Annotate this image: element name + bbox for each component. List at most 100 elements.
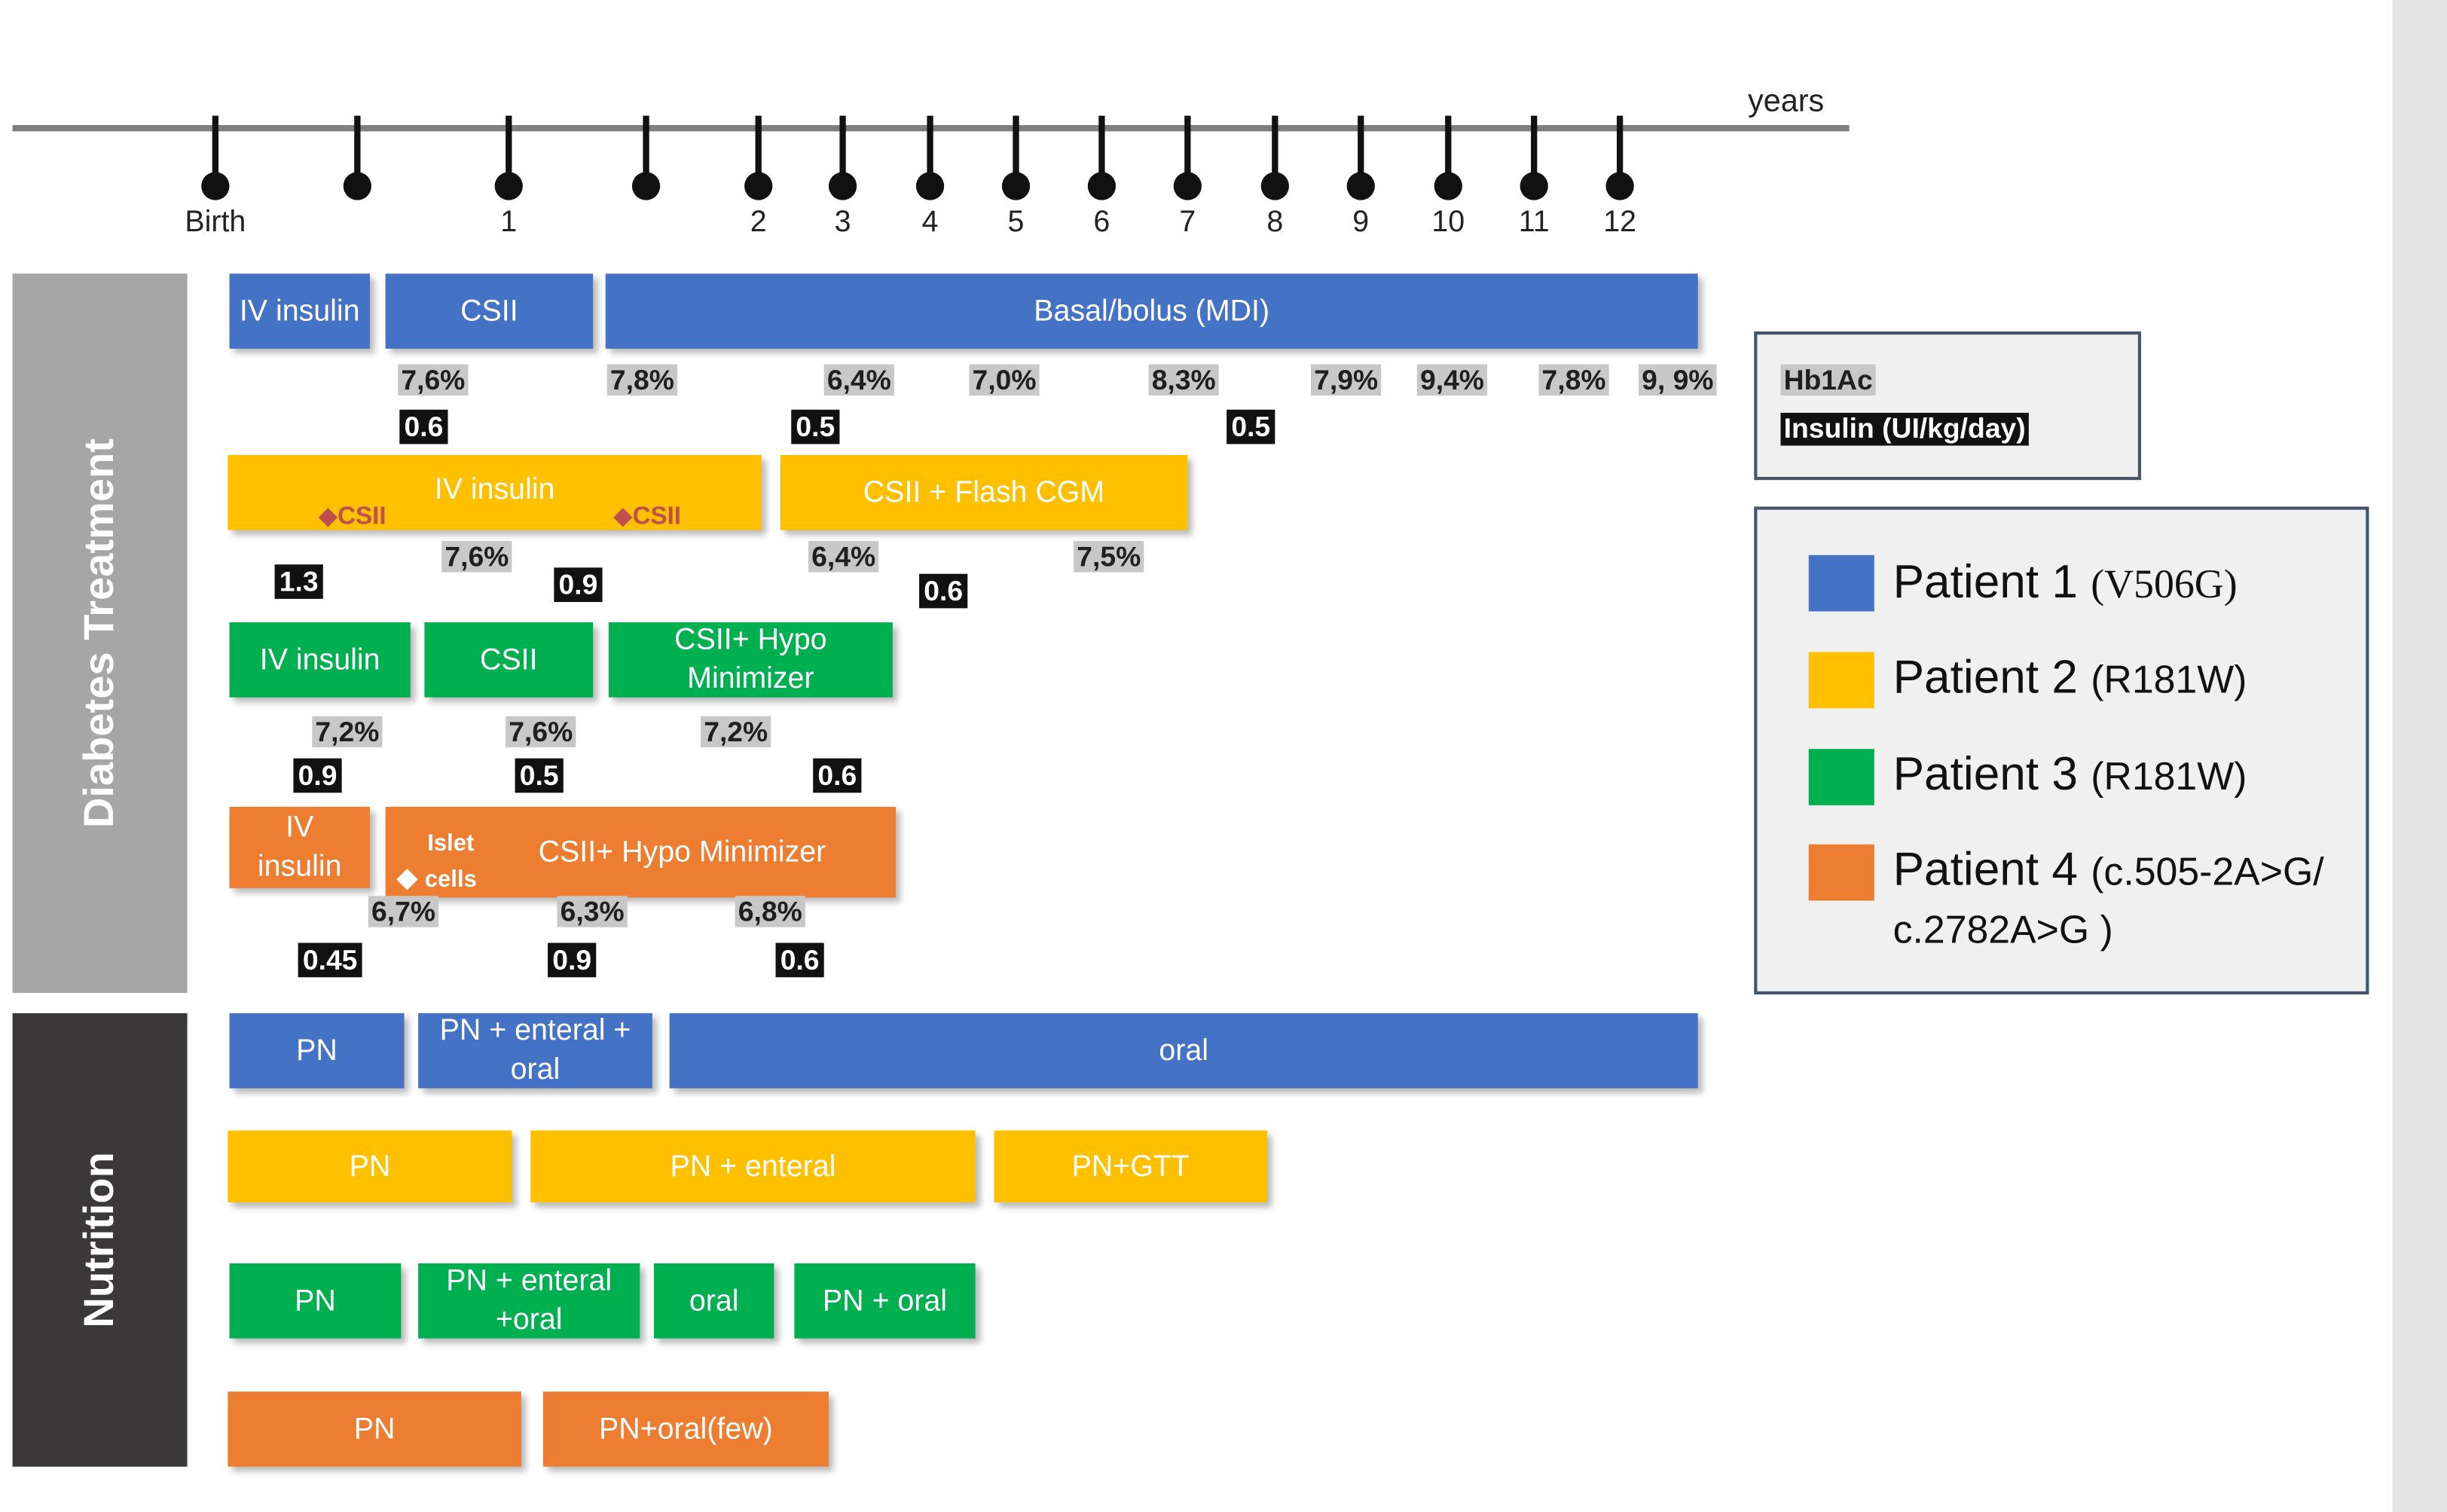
timeline-tick-dot <box>494 172 523 200</box>
treatment-panel-title: Diabetes Treatment <box>75 438 123 829</box>
timeline-tick-label: 1 <box>500 206 518 240</box>
timeline-tick-stem <box>839 115 846 182</box>
timeline-tick-label: 11 <box>1518 206 1550 240</box>
key-insulin-label: Insulin (UI/kg/day) <box>1780 412 2029 446</box>
p4-islet-marker-label: Islet cells <box>424 830 477 893</box>
p3-insulin-1: 0.9 <box>293 758 342 793</box>
p1-hba1c-7: 9,4% <box>1416 364 1488 396</box>
p3-nutrition-oral: oral <box>653 1263 774 1339</box>
legend-label-patient-1: Patient 1 (V506G) <box>1893 557 2238 610</box>
nutrition-panel-title: Nutrition <box>75 1152 123 1328</box>
p1-hba1c-4: 7,0% <box>969 364 1040 396</box>
p4-hba1c-2: 6,3% <box>557 896 628 927</box>
p2-insulin-3: 0.6 <box>919 573 968 609</box>
p2-insulin-1: 1.3 <box>274 564 323 599</box>
timeline-tick-stem <box>506 115 512 182</box>
p2-insulin-2: 0.9 <box>554 567 603 603</box>
timeline-tick-dot <box>1260 172 1289 200</box>
p3-treatment-csii-hypo-minimizer: CSII+ Hypo Minimizer <box>608 622 893 698</box>
p4-insulin-1: 0.45 <box>298 942 362 978</box>
legend-label-patient-4: Patient 4 (c.505-2A>G/ <box>1893 845 2324 898</box>
p3-treatment-iv-insulin: IV insulin <box>229 622 411 698</box>
p4-insulin-2: 0.9 <box>548 942 597 978</box>
timeline-tick-label: 10 <box>1431 206 1465 240</box>
p4-islet-marker: ◆ Islet cells <box>396 826 482 897</box>
p3-insulin-3: 0.6 <box>813 758 862 793</box>
patient-legend: Patient 1 (V506G) Patient 2 (R181W) Pati… <box>1754 506 2369 995</box>
timeline-tick-dot <box>744 172 773 200</box>
timeline-tick-stem <box>354 115 361 182</box>
p3-hba1c-3: 7,2% <box>701 716 771 748</box>
legend-swatch-patient-1 <box>1808 554 1874 612</box>
timeline-tick-dot <box>1605 172 1634 200</box>
p1-nutrition-pn: PN <box>229 1013 405 1089</box>
p4-treatment-csii-hypo-minimizer-label: CSII+ Hypo Minimizer <box>538 835 826 869</box>
legend-swatch-patient-2 <box>1808 652 1874 709</box>
p2-hba1c-1: 7,6% <box>441 541 512 573</box>
p1-hba1c-9: 9, 9% <box>1638 364 1717 396</box>
p4-nutrition-pn: PN <box>228 1391 521 1467</box>
timeline-tick-dot <box>1001 172 1031 200</box>
timeline-tick-dot <box>1346 172 1375 200</box>
p2-nutrition-pn: PN <box>228 1130 512 1203</box>
timeline-tick-stem <box>643 115 649 182</box>
p1-hba1c-1: 7,6% <box>398 364 469 396</box>
p1-hba1c-2: 7,8% <box>606 364 678 396</box>
timeline-tick-stem <box>1272 115 1278 182</box>
diamond-icon: ◆ <box>613 503 633 530</box>
p2-treatment-iv-insulin-label: IV insulin <box>434 473 555 507</box>
legend-variant-patient-2: (R181W) <box>2091 658 2247 702</box>
timeline-tick-dot <box>631 172 661 200</box>
timeline-tick-label: 6 <box>1093 206 1110 240</box>
p4-treatment-iv-insulin: IV insulin <box>229 806 370 888</box>
p1-nutrition-oral: oral <box>669 1013 1698 1089</box>
p2-csii-marker-1-label: CSII <box>338 503 386 530</box>
legend-variant2-patient-4: c.2782A>G ) <box>1893 908 2113 952</box>
p2-treatment-csii-flash-cgm: CSII + Flash CGM <box>780 454 1188 530</box>
p1-nutrition-pn-enteral-oral: PN + enteral + oral <box>418 1013 652 1089</box>
legend-swatch-patient-3 <box>1808 749 1874 805</box>
p3-treatment-csii: CSII <box>424 622 594 698</box>
timeline-tick-label: 2 <box>750 206 767 240</box>
p2-csii-marker-2-label: CSII <box>632 503 682 530</box>
timeline-tick-label: 9 <box>1352 206 1370 240</box>
treatment-panel: Diabetes Treatment <box>12 273 188 993</box>
p1-treatment-iv-insulin: IV insulin <box>229 273 370 349</box>
timeline-tick-stem <box>1616 115 1624 182</box>
timeline-tick-dot <box>201 172 230 200</box>
timeline-tick-stem <box>1445 115 1452 182</box>
p2-nutrition-pn-gtt: PN+GTT <box>994 1130 1267 1203</box>
timeline-tick-label: 8 <box>1266 206 1284 240</box>
legend-name-patient-1: Patient 1 <box>1893 556 2078 609</box>
timeline-tick-stem <box>1098 115 1105 182</box>
legend-name-patient-3: Patient 3 <box>1893 749 2078 801</box>
p1-treatment-basal-bolus: Basal/bolus (MDI) <box>605 273 1698 349</box>
p1-insulin-1: 0.6 <box>399 409 448 444</box>
legend-name-patient-4: Patient 4 <box>1893 844 2078 897</box>
timeline-tick-stem <box>755 115 762 182</box>
p1-insulin-3: 0.5 <box>1227 409 1275 444</box>
timeline-tick-label: 5 <box>1007 206 1025 240</box>
timeline-tick-dot <box>915 172 945 200</box>
p3-nutrition-pn-oral: PN + oral <box>794 1263 976 1339</box>
timeline-tick-label: Birth <box>185 206 246 240</box>
p2-hba1c-2: 6,4% <box>808 541 879 573</box>
timeline-tick-dot <box>1434 172 1462 200</box>
right-edge-strip <box>2392 0 2447 1512</box>
p3-hba1c-1: 7,2% <box>312 716 383 748</box>
timeline-tick-stem <box>927 115 933 182</box>
value-key-box: Hb1Ac Insulin (UI/kg/day) <box>1754 331 2141 481</box>
p4-hba1c-3: 6,8% <box>735 896 805 927</box>
timeline-tick-stem <box>1013 115 1019 182</box>
p1-hba1c-3: 6,4% <box>823 364 894 396</box>
timeline-tick-dot <box>1087 172 1117 200</box>
p4-treatment-csii-hypo-minimizer: CSII+ Hypo Minimizer <box>385 806 896 898</box>
legend-label-patient-3: Patient 3 (R181W) <box>1893 749 2247 802</box>
p3-hba1c-2: 7,6% <box>506 716 576 748</box>
timeline-tick-dot <box>1173 172 1202 200</box>
p3-insulin-2: 0.5 <box>515 758 564 793</box>
p2-csii-marker-1: ◆CSII <box>319 500 386 532</box>
legend-variant-patient-4: (c.505-2A>G/ <box>2091 851 2324 895</box>
p2-hba1c-3: 7,5% <box>1074 541 1144 573</box>
legend-variant-patient-3: (R181W) <box>2091 755 2247 799</box>
